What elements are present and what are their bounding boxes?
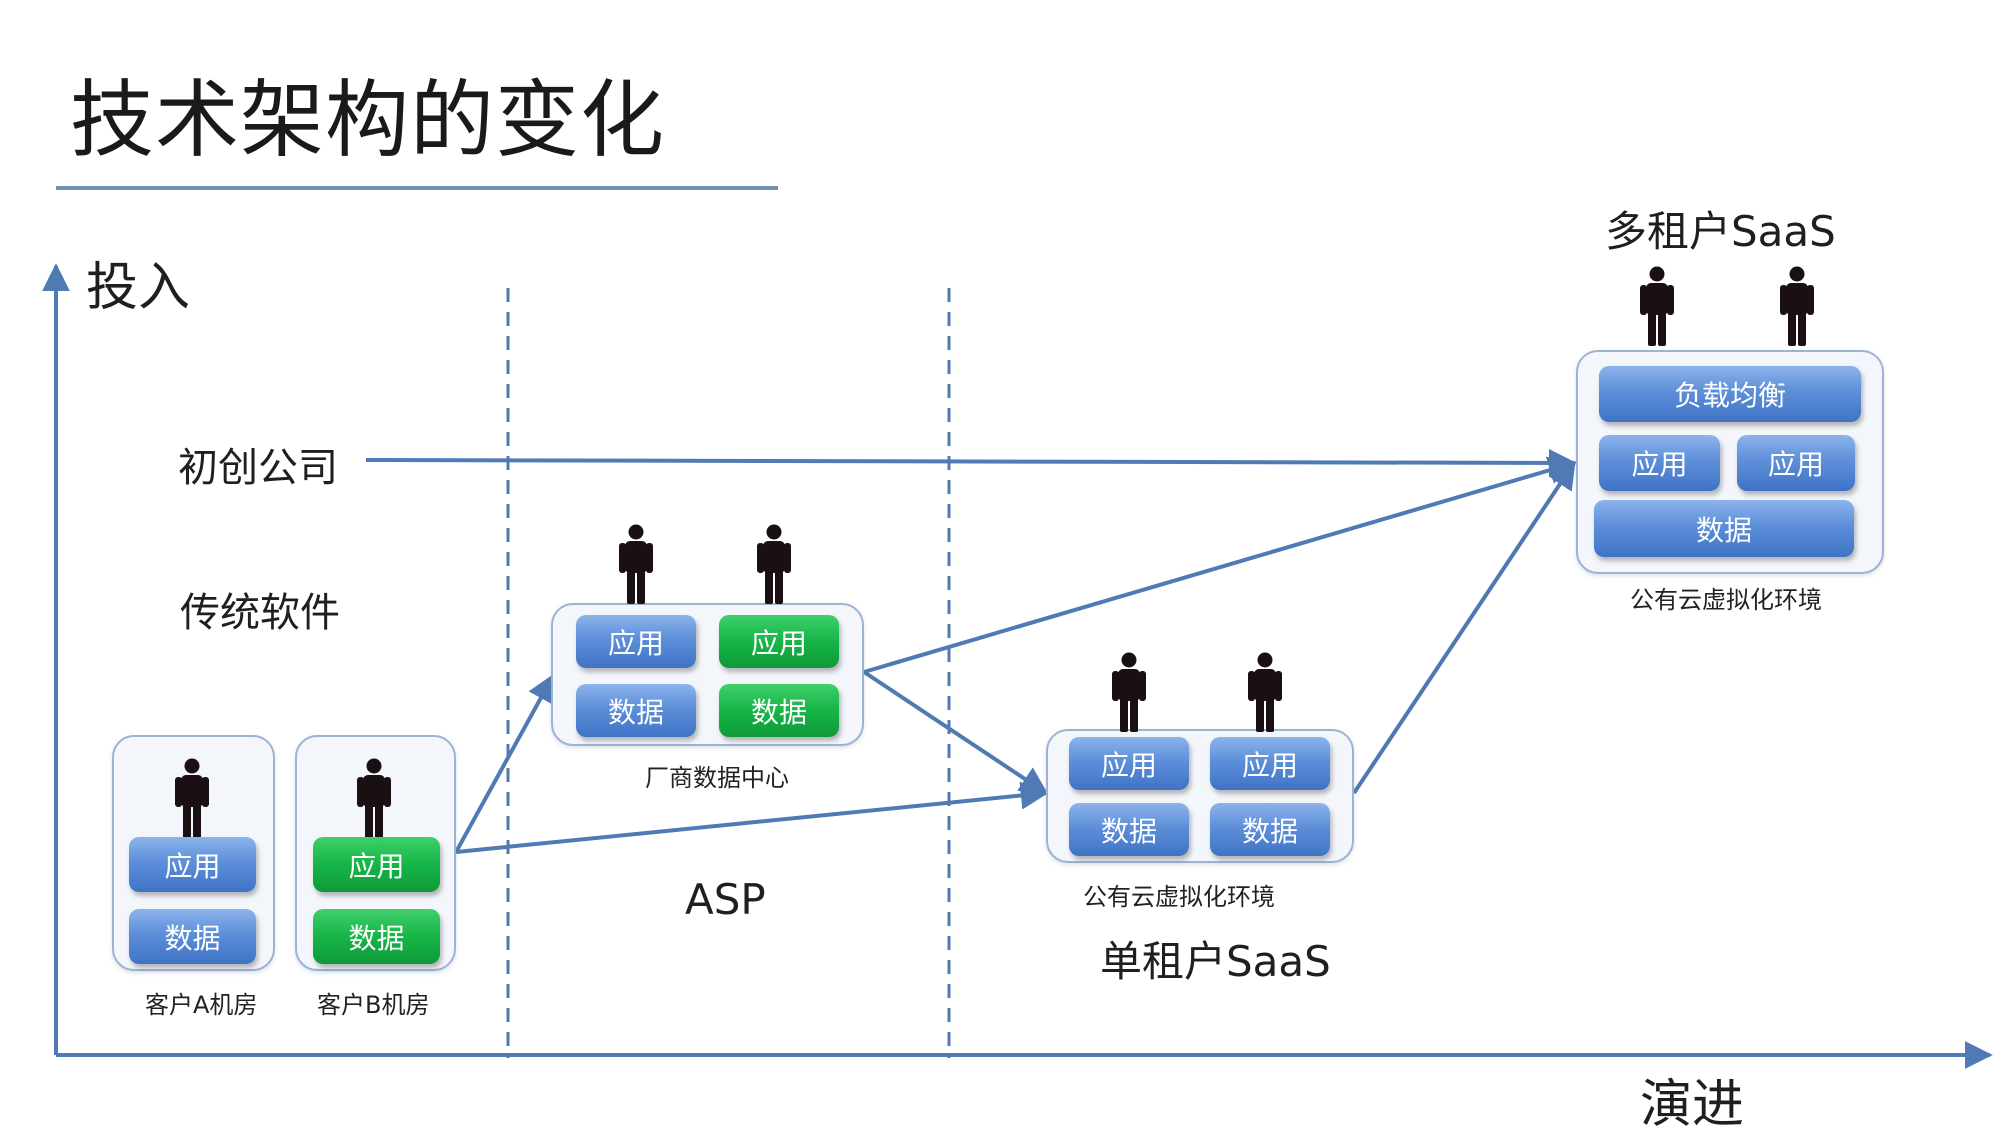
person-icon bbox=[1780, 266, 1814, 346]
section-multi-tenant: 多租户SaaS bbox=[1605, 207, 1836, 256]
single-data-block-1: 数据 bbox=[1069, 803, 1189, 856]
single-app-block-2: 应用 bbox=[1210, 737, 1330, 790]
person-icon bbox=[619, 524, 653, 604]
title-underline bbox=[56, 186, 778, 190]
arrow-vendor-to-multi bbox=[863, 456, 1577, 674]
multi-data-block: 数据 bbox=[1594, 500, 1854, 557]
vendor-dc-caption: 厂商数据中心 bbox=[645, 764, 789, 792]
customer-b-caption: 客户B机房 bbox=[317, 991, 430, 1019]
multi-tenant-caption: 公有云虚拟化环境 bbox=[1630, 586, 1822, 614]
person-icon bbox=[357, 758, 391, 838]
arrow-single-to-multi bbox=[1352, 460, 1576, 795]
person-icon bbox=[175, 758, 209, 838]
customer-a-app-block: 应用 bbox=[129, 837, 256, 892]
customer-b-app-block: 应用 bbox=[313, 837, 440, 892]
single-app-block-1: 应用 bbox=[1069, 737, 1189, 790]
vendor-app-block-2: 应用 bbox=[719, 615, 839, 668]
vendor-app-block-1: 应用 bbox=[576, 615, 696, 668]
person-icon bbox=[1640, 266, 1674, 346]
customer-b-data-block: 数据 bbox=[313, 909, 440, 964]
single-data-block-2: 数据 bbox=[1210, 803, 1330, 856]
y-axis-label: 投入 bbox=[86, 258, 191, 318]
section-asp: ASP bbox=[685, 875, 766, 924]
section-single-tenant: 单租户SaaS bbox=[1100, 937, 1331, 986]
load-balancer-block: 负载均衡 bbox=[1599, 366, 1861, 422]
vendor-data-block-2: 数据 bbox=[719, 684, 839, 737]
arrow-b-to-vendor bbox=[454, 673, 555, 853]
vendor-data-block-1: 数据 bbox=[576, 684, 696, 737]
customer-a-caption: 客户A机房 bbox=[145, 991, 258, 1019]
person-icon bbox=[757, 524, 791, 604]
startup-arrow bbox=[365, 448, 1577, 477]
person-icon bbox=[1112, 652, 1146, 732]
arrow-vendor-to-single bbox=[862, 670, 1049, 795]
arrow-b-to-single bbox=[455, 781, 1049, 854]
multi-app-block-2: 应用 bbox=[1737, 435, 1855, 491]
segment-traditional: 传统软件 bbox=[180, 590, 340, 636]
page-title: 技术架构的变化 bbox=[70, 71, 666, 169]
x-axis-label: 演进 bbox=[1640, 1075, 1745, 1135]
customer-a-data-block: 数据 bbox=[129, 909, 256, 964]
segment-startup: 初创公司 bbox=[178, 445, 338, 491]
single-tenant-caption: 公有云虚拟化环境 bbox=[1083, 883, 1275, 911]
multi-app-block-1: 应用 bbox=[1599, 435, 1720, 491]
person-icon bbox=[1248, 652, 1282, 732]
